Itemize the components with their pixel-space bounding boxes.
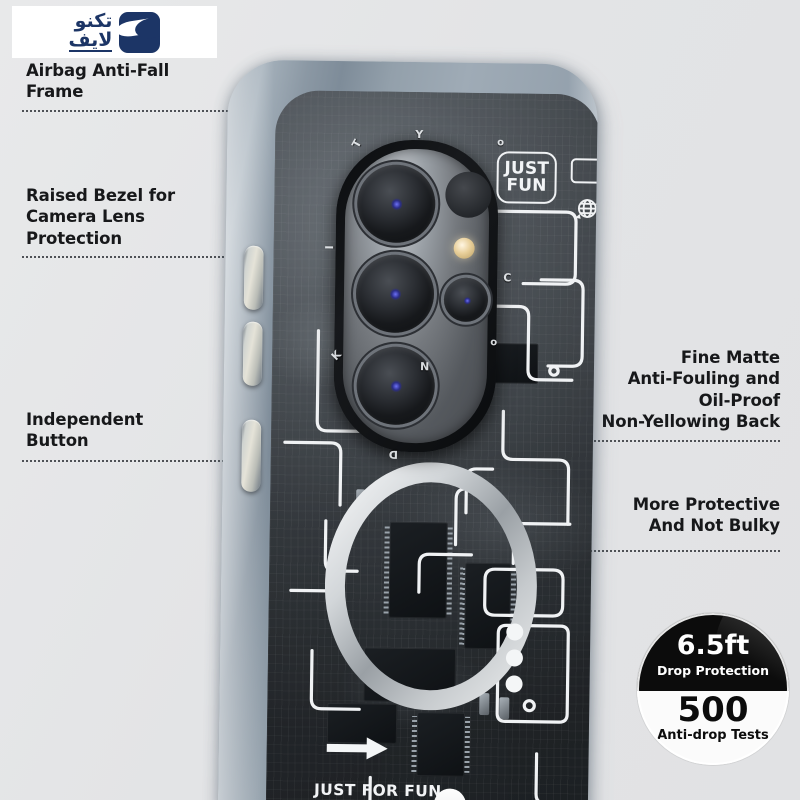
leader-line-fine-matte [466,440,780,442]
leader-line-independent-button [22,460,240,462]
camera-lens-wide [355,254,435,334]
just-fun-line2: FUN [506,175,547,196]
engraving-letter-i: I [323,245,337,250]
drop-tests-label: Anti-drop Tests [657,727,769,743]
brand-logo-text: تکنو لایف [68,10,113,52]
callout-label: Raised Bezel for Camera Lens Protection [26,186,176,248]
drop-protection-badge: 6.5ft Drop Protection 500 Anti-drop Test… [637,613,789,765]
right-arrow-icon [326,737,388,760]
brand-logo: تکنو لایف [12,6,217,58]
brand-logo-line1: تکنو [74,10,113,33]
print-dot [505,649,524,667]
engraving-letter-o2: o [490,337,498,349]
engraving-letter-y: Y [415,128,424,142]
lens-flare [464,297,472,306]
callout-raised-bezel: Raised Bezel for Camera Lens Protection [26,185,175,249]
power-button[interactable] [241,419,262,492]
leader-line-more-protective [486,550,780,552]
badge-top-half: 6.5ft Drop Protection [637,613,789,691]
camera-lens-main [356,164,436,244]
print-dot-group [505,623,524,693]
callout-independent-button: Independent Button [26,409,143,452]
engraving-letter-d: D [388,447,399,461]
print-rectangle [570,158,599,185]
print-dot [506,623,524,641]
lens-flare [391,197,403,211]
camera-island [332,138,500,454]
leader-line-raised-bezel [22,256,260,258]
camera-lens-tele [356,346,436,426]
case-bumper-frame: T Y o I C K N o D JUST FUN [217,59,599,800]
callout-fine-matte-back: Fine Matte Anti-Fouling and Oil-Proof No… [480,347,781,433]
brand-logo-mark-icon [119,11,161,53]
camera-lens-macro [443,277,489,323]
brand-logo-line2: لایف [68,28,113,52]
camera-flash-icon [453,237,475,259]
camera-sensor [445,171,492,219]
volume-up-button[interactable] [243,245,264,310]
callout-label: Fine Matte Anti-Fouling and Oil-Proof No… [601,348,781,432]
callout-label: Independent Button [26,410,144,451]
engraving-letter-o1: o [497,137,505,149]
badge-bottom-half: 500 Anti-drop Tests [637,689,789,765]
case-back-panel: T Y o I C K N o D JUST FUN [265,90,599,800]
callout-label: More Protective And Not Bulky [632,495,780,536]
camera-plate [341,148,492,445]
lens-flare [390,379,403,393]
magsafe-ring [324,462,537,711]
drop-height-value: 6.5ft [676,630,750,662]
phone-case-product: T Y o I C K N o D JUST FUN [210,55,611,800]
callout-airbag-anti-fall-frame: Airbag Anti-Fall Frame [26,60,169,103]
volume-down-button[interactable] [242,321,263,386]
just-fun-badge: JUST FUN [496,151,558,205]
leader-line-airbag [22,110,248,112]
lens-flare [390,287,402,301]
callout-label: Airbag Anti-Fall Frame [26,61,170,102]
engraving-letter-n: N [419,360,430,374]
drop-tests-value: 500 [677,689,749,730]
just-for-fun-text: JUST FOR FUN [313,780,442,800]
engraving-letter-c: C [503,271,512,285]
print-dot [505,675,523,693]
callout-more-protective: More Protective And Not Bulky [480,494,780,537]
globe-icon [575,199,599,219]
drop-height-label: Drop Protection [657,663,769,679]
